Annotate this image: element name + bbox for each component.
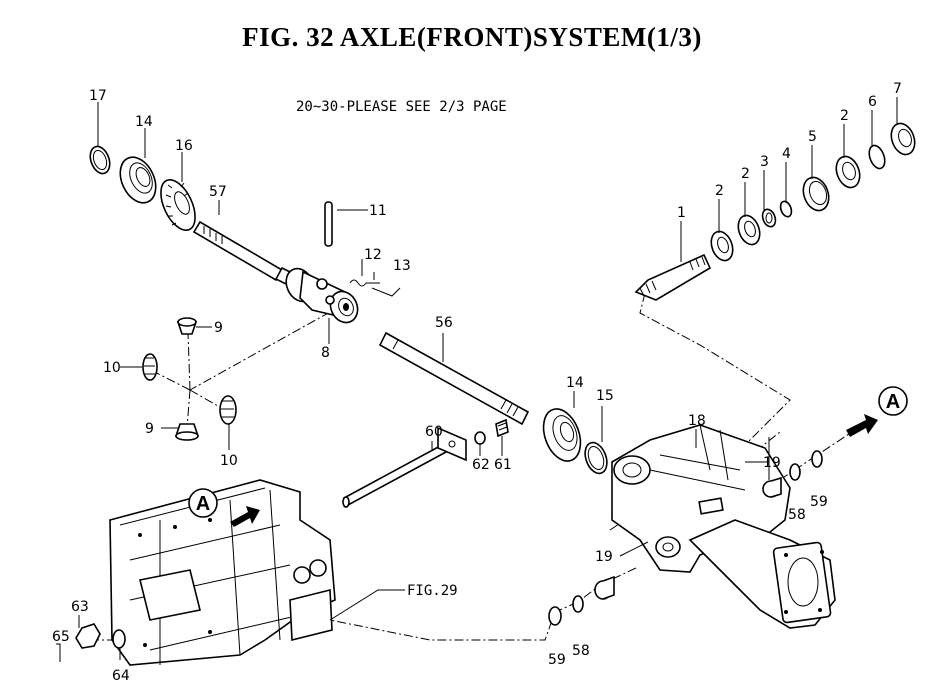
callout-4: 4 (782, 146, 791, 162)
washer-58-lower (572, 595, 584, 613)
ring-59-lower (548, 606, 562, 626)
side-gear-9-bottom (174, 423, 200, 441)
callout-62: 62 (472, 457, 490, 473)
pivot-pin-60 (342, 426, 467, 508)
pinion-shaft-1 (634, 253, 712, 301)
view-marker-left: A (188, 488, 218, 518)
callout-19-right: 19 (763, 455, 781, 471)
callout-1: 1 (677, 205, 686, 221)
shaft-57 (192, 220, 302, 290)
pin-12 (349, 279, 380, 287)
callout-2-a: 2 (715, 183, 724, 199)
pinion-gear-10-left (142, 353, 158, 381)
oil-seal-7 (890, 122, 916, 156)
differential-case-8 (285, 267, 359, 324)
shaft-56 (378, 331, 530, 426)
callout-7: 7 (893, 81, 902, 97)
direction-arrow-right (846, 414, 878, 437)
callout-16: 16 (175, 138, 193, 154)
view-marker-letter: A (196, 493, 210, 515)
callout-65: 65 (52, 629, 70, 645)
callout-2-b: 2 (741, 166, 750, 182)
bushing-19-right (762, 476, 782, 498)
callout-11: 11 (369, 203, 387, 219)
callout-58-right: 58 (788, 507, 806, 523)
callout-9-top: 9 (214, 320, 223, 336)
callout-3: 3 (760, 154, 769, 170)
bearing-2-b (737, 214, 761, 246)
snap-ring-6 (868, 144, 886, 170)
washer-62 (474, 431, 486, 445)
side-gear-9-top (176, 317, 198, 335)
washer-64 (112, 629, 126, 649)
callout-2-c: 2 (840, 108, 849, 124)
leader-lines (78, 97, 898, 660)
view-marker-right: A (878, 386, 908, 416)
bearing-2-c (835, 155, 861, 189)
callout-15: 15 (596, 388, 614, 404)
callout-58-lower: 58 (572, 643, 590, 659)
snap-ring-15 (584, 441, 608, 475)
pin-11 (324, 201, 333, 247)
callout-14-right: 14 (566, 375, 584, 391)
bearing-2-a (710, 230, 734, 262)
bearing-14-right (542, 408, 582, 462)
cotter-pin-65 (56, 643, 61, 662)
bushing-19-lower (594, 575, 615, 600)
callout-10-left: 10 (103, 360, 121, 376)
front-frame (109, 479, 336, 666)
pinion-gear-10-right (219, 395, 237, 425)
callout-61: 61 (494, 457, 512, 473)
view-marker-letter: A (886, 391, 900, 413)
axle-housing-18 (611, 424, 836, 629)
callout-59-lower: 59 (548, 652, 566, 668)
cross-reference-note: 20~30-PLEASE SEE 2/3 PAGE (296, 99, 507, 115)
callout-6: 6 (868, 94, 877, 110)
fig29-reference: FIG.29 (329, 583, 458, 621)
callout-57: 57 (209, 184, 227, 200)
callout-10-bottom: 10 (220, 453, 238, 469)
callout-19-lower: 19 (595, 549, 613, 565)
callout-14-left: 14 (135, 114, 153, 130)
wire-13 (371, 287, 401, 297)
fig29-label: FIG.29 (407, 583, 458, 599)
figure-title: FIG. 32 AXLE(FRONT)SYSTEM(1/3) (242, 22, 702, 52)
callout-17: 17 (89, 88, 107, 104)
collar-3 (761, 208, 777, 228)
sleeve-5 (802, 176, 830, 212)
callout-13: 13 (393, 258, 411, 274)
nut-63 (75, 623, 101, 649)
bearing-14-left (119, 156, 157, 204)
ring-59-right (811, 450, 823, 468)
nut-4 (779, 200, 793, 218)
callout-labels: 17 14 16 57 11 12 13 8 9 10 9 10 56 14 1… (52, 81, 902, 684)
snap-ring-17 (89, 145, 111, 175)
callout-5: 5 (808, 129, 817, 145)
bolt-61 (495, 418, 509, 438)
bevel-gear-16 (160, 179, 196, 231)
callout-63: 63 (71, 599, 89, 615)
callout-64: 64 (112, 668, 130, 684)
callout-56: 56 (435, 315, 453, 331)
direction-arrow-left (230, 506, 260, 527)
callout-60: 60 (425, 424, 443, 440)
callout-12: 12 (364, 247, 382, 263)
callout-59-right: 59 (810, 494, 828, 510)
callout-8: 8 (321, 345, 330, 361)
callout-18: 18 (688, 413, 706, 429)
callout-9-bottom: 9 (145, 421, 154, 437)
washer-58-right (789, 463, 801, 481)
